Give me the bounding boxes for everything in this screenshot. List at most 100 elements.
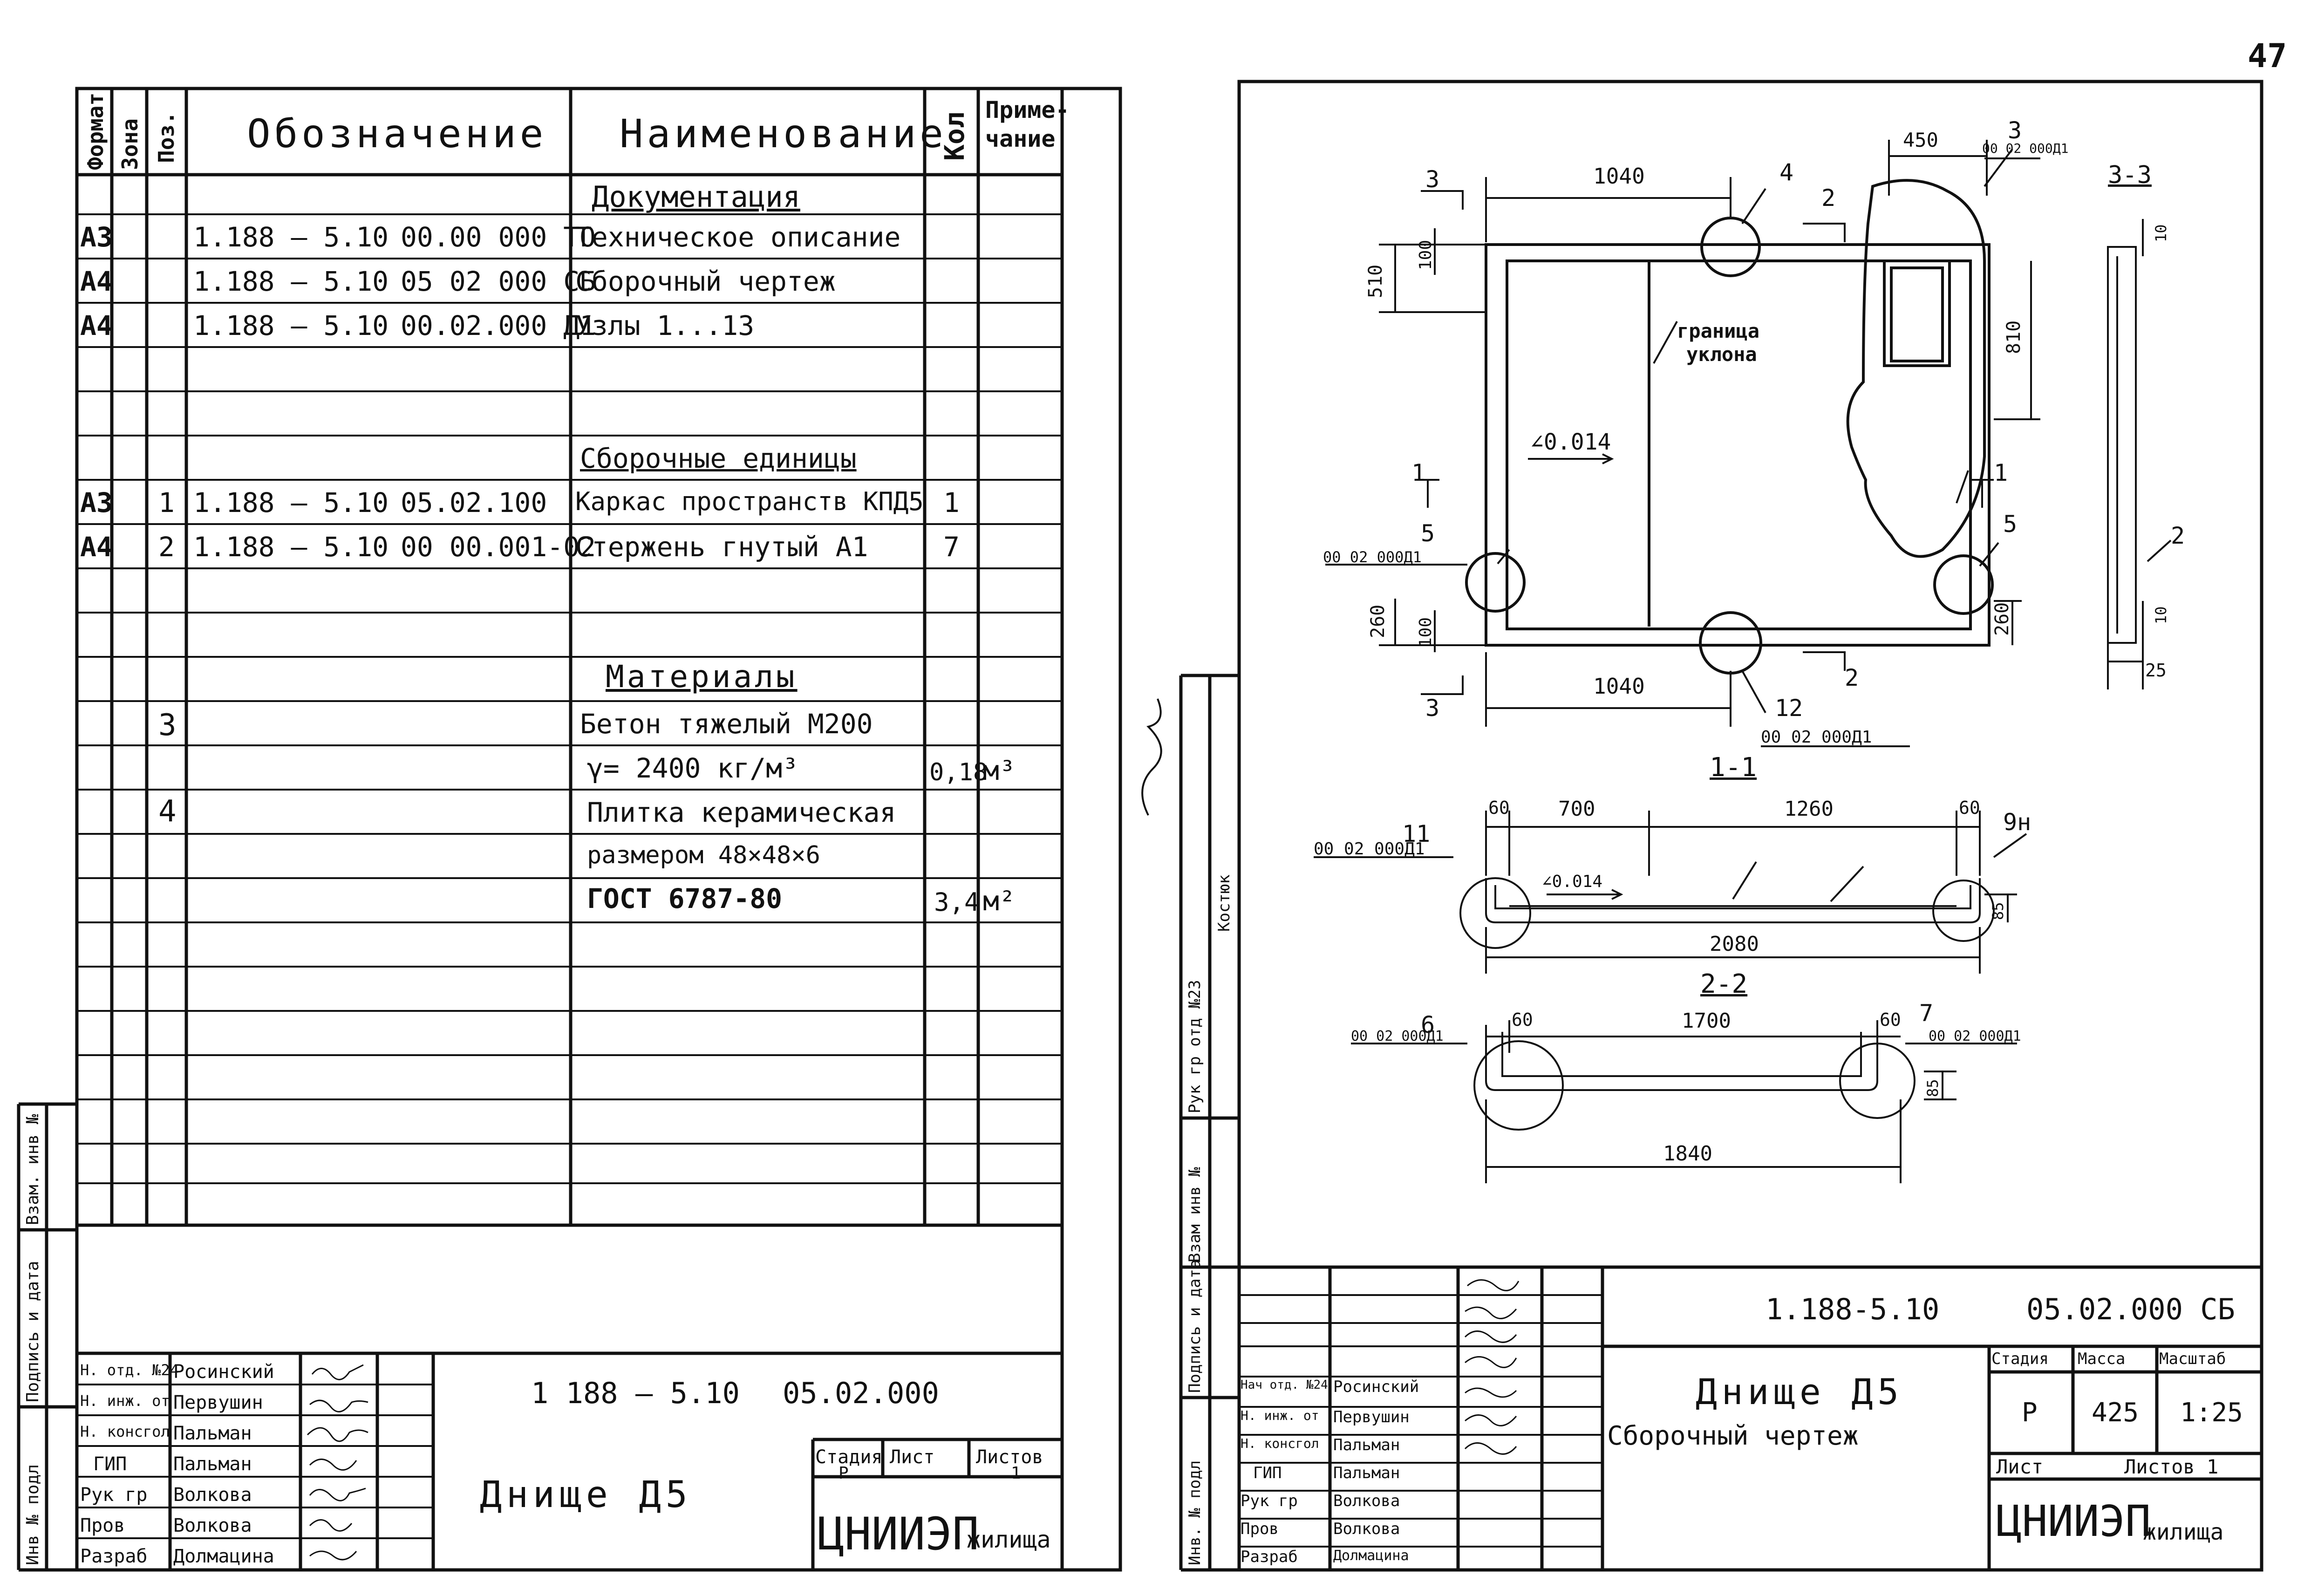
- role-label: Н. консгол: [1241, 1436, 1319, 1451]
- slope-border-label-2: уклона: [1686, 343, 1757, 366]
- table-row-name: Бетон тяжелый М200: [580, 708, 873, 740]
- callout: 5: [2003, 511, 2018, 538]
- sheets-value: 1: [1011, 1464, 1021, 1483]
- table-row-des1: 1.188 – 5.10: [193, 266, 389, 297]
- person-name: Пальман: [1333, 1464, 1400, 1482]
- dim-label: 1840: [1663, 1142, 1712, 1166]
- table-row-des1: 1.188 – 5.10: [193, 487, 389, 518]
- code-1: 1 188 – 5.10: [531, 1376, 740, 1410]
- dim-label: 510: [1365, 264, 1386, 298]
- org-name: ЦНИИЭП: [1996, 1496, 2151, 1546]
- person-name: Волкова: [173, 1515, 252, 1536]
- table-row-pos: 4: [158, 794, 177, 829]
- header-note: Приме-чание: [985, 96, 1070, 152]
- table-row-des1: 1.188 – 5.10: [193, 310, 389, 341]
- side-label: Взам инв №: [1186, 1167, 1204, 1262]
- sheet-label: Лист: [890, 1446, 935, 1468]
- table-row-pos: 1: [158, 487, 175, 518]
- org-name-2: жилища: [967, 1526, 1051, 1553]
- dim-label: 1700: [1682, 1009, 1731, 1033]
- code-1: 1.188-5.10: [1766, 1292, 1940, 1326]
- table-row-fmt: А3: [80, 487, 113, 518]
- stage-label: Стадия: [815, 1446, 883, 1468]
- dim-label: 260: [1367, 604, 1389, 638]
- dim-label: 700: [1558, 797, 1595, 821]
- role-label: Пров: [80, 1515, 125, 1536]
- dim-label: 450: [1903, 129, 1938, 151]
- drawing-title: Днище Д5: [1696, 1371, 1904, 1412]
- header-designation: Обозначение: [247, 111, 547, 157]
- section-materials: Материалы: [606, 659, 798, 695]
- table-row-qty: 7: [943, 531, 960, 563]
- ref-label: 00 02 000Д1: [1761, 728, 1872, 747]
- dim-label: 10: [2152, 224, 2170, 242]
- person-name: Волкова: [1333, 1520, 1400, 1538]
- person-name: Волкова: [173, 1484, 252, 1506]
- role-label: Рук гр: [80, 1484, 148, 1506]
- role-label: Разраб: [80, 1546, 148, 1567]
- org-name-2: жилища: [2143, 1519, 2224, 1545]
- approval-label: Рук гр отд №23: [1186, 980, 1204, 1113]
- dim-label: 60: [1488, 798, 1510, 818]
- role-label: Н. инж. от: [80, 1392, 170, 1410]
- table-row-name: Каркас пространств КПД5: [575, 487, 924, 516]
- header-name: Наименование: [620, 111, 947, 157]
- dim-label: 1040: [1593, 164, 1645, 189]
- section-documentation: Документация: [592, 180, 800, 214]
- callout: 1: [1411, 459, 1426, 486]
- table-row-name: γ= 2400 кг/м³: [587, 752, 798, 784]
- sheets-label: Листов: [976, 1446, 1043, 1468]
- person-name: Пальман: [173, 1423, 252, 1444]
- table-row-name: ГОСТ 6787-80: [587, 883, 783, 914]
- callout: 3: [1425, 695, 1440, 722]
- table-row-fmt: А4: [80, 266, 113, 297]
- role-label: Н. отд. №24: [80, 1361, 179, 1379]
- table-row-des2: 05 02 000 СБ: [401, 266, 596, 297]
- callout: 11: [1402, 820, 1431, 847]
- dim-label: 1260: [1784, 797, 1834, 821]
- callout: 5: [1421, 520, 1435, 547]
- role-label: Н. инж. от: [1241, 1408, 1319, 1423]
- stage-value: Р: [839, 1464, 849, 1483]
- page-number: 47: [2248, 37, 2287, 75]
- approver-name: Костюк: [1215, 874, 1234, 932]
- callout: 2: [1821, 184, 1836, 211]
- dim-label: 25: [2145, 660, 2167, 681]
- role-label: ГИП: [1253, 1464, 1282, 1482]
- role-label: Пров: [1241, 1520, 1279, 1538]
- sheet-label: Лист: [1996, 1455, 2044, 1478]
- section-1-1-label: 1-1: [1710, 752, 1757, 783]
- table-row-des1: 1.188 – 5.10: [193, 531, 389, 563]
- callout: 12: [1775, 695, 1803, 722]
- callout: 7: [1919, 1000, 1934, 1027]
- table-row-des2: 00.02.000 Д1: [401, 310, 596, 341]
- table-row-des1: 1.188 – 5.10: [193, 221, 389, 253]
- table-row-des2: 05.02.100: [401, 487, 547, 518]
- table-row-des2: 00.00 000 ТО: [401, 221, 596, 253]
- person-name: Долмацина: [1333, 1548, 1409, 1564]
- table-row-fmt: А4: [80, 531, 113, 563]
- table-row-name: размером 48×48×6: [587, 841, 820, 869]
- person-name: Пальман: [173, 1453, 252, 1475]
- role-label: Разраб: [1241, 1548, 1298, 1566]
- side-label: Подпись и дата: [1186, 1259, 1204, 1393]
- callout: 3: [2008, 117, 2022, 144]
- dim-label: 85: [1924, 1079, 1942, 1097]
- sheets-label: Листов 1: [2124, 1455, 2219, 1478]
- section-2-2-label: 2-2: [1700, 969, 1748, 999]
- callout: 1: [1994, 459, 2008, 486]
- table-row-name: Сборочный чертеж: [575, 266, 836, 297]
- dim-label: 2080: [1710, 932, 1759, 956]
- role-label: Н. консгол: [80, 1423, 170, 1440]
- dim-label: 60: [1959, 798, 1980, 818]
- callout: 2: [1845, 664, 1859, 691]
- drawing-subtitle: Сборочный чертеж: [1607, 1421, 1859, 1451]
- section-3-3-label: 3-3: [2108, 161, 2152, 189]
- callout: 3: [1425, 166, 1440, 193]
- code-2: 05.02.000 СБ: [2026, 1292, 2235, 1326]
- plan-inner: [1506, 259, 1972, 630]
- drawing-title: Днище Д5: [480, 1474, 692, 1516]
- dim-label: 1040: [1593, 674, 1645, 699]
- person-name: Росинский: [1333, 1378, 1419, 1396]
